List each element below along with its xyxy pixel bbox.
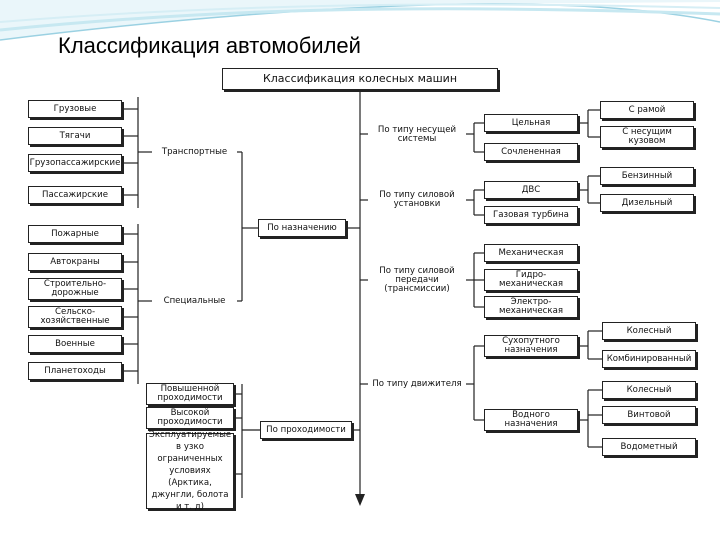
- criterion-by-passability: По проходимости: [260, 421, 352, 439]
- leaf-with-frame: С рамой: [600, 101, 694, 119]
- leaf-tractors: Тягачи: [28, 127, 122, 145]
- leaf-diesel: Дизельный: [600, 194, 694, 212]
- leaf-passenger: Пассажирские: [28, 186, 122, 204]
- leaf-water-jet: Водометный: [602, 438, 696, 456]
- leaf-increased-passability: Повышенной проходимости: [146, 383, 234, 405]
- leaf-cranes: Автокраны: [28, 253, 122, 271]
- leaf-trucks: Грузовые: [28, 100, 122, 118]
- leaf-screw: Винтовой: [602, 406, 696, 424]
- header-wave-decoration: [0, 0, 720, 41]
- leaf-ice: ДВС: [484, 181, 578, 199]
- category-transport: Транспортные: [152, 145, 237, 159]
- leaf-fire: Пожарные: [28, 225, 122, 243]
- classification-diagram: Классификация колесных машин Грузовые Тя…: [22, 66, 708, 516]
- criterion-by-engine: По типу силовой установки: [368, 189, 466, 211]
- leaf-military: Военные: [28, 335, 122, 353]
- leaf-agricultural: Сельско-хозяйственные: [28, 306, 122, 328]
- category-land: Сухопутного назначения: [484, 335, 578, 357]
- leaf-monocoque: С несущим кузовом: [600, 126, 694, 148]
- criterion-by-purpose: По назначению: [258, 219, 346, 237]
- leaf-restricted-conditions: Эксплуатируемые в узко ограниченных усло…: [146, 430, 234, 512]
- leaf-gas-turbine: Газовая турбина: [484, 206, 578, 224]
- category-special: Специальные: [152, 294, 237, 308]
- leaf-electromechanical: Электро-механическая: [484, 296, 578, 318]
- leaf-road-construction: Строительно-дорожные: [28, 278, 122, 300]
- criterion-by-body-type: По типу несущей системы: [368, 124, 466, 146]
- leaf-combined: Комбинированный: [602, 350, 696, 368]
- leaf-planetary-rovers: Планетоходы: [28, 362, 122, 380]
- slide-title: Классификация автомобилей: [58, 33, 361, 58]
- leaf-high-passability: Высокой проходимости: [146, 407, 234, 429]
- leaf-mechanical: Механическая: [484, 244, 578, 262]
- leaf-articulated: Сочлененная: [484, 143, 578, 161]
- criterion-by-propulsion: По типу движителя: [368, 373, 466, 395]
- leaf-cargo-passenger: Грузопассажирские: [28, 154, 122, 172]
- leaf-land-wheeled: Колесный: [602, 322, 696, 340]
- leaf-solid: Цельная: [484, 114, 578, 132]
- criterion-by-transmission: По типу силовой передачи (трансмиссии): [368, 265, 466, 295]
- leaf-hydromechanical: Гидро-механическая: [484, 269, 578, 291]
- leaf-gasoline: Бензинный: [600, 167, 694, 185]
- connector-lines: [122, 90, 602, 506]
- category-water: Водного назначения: [484, 409, 578, 431]
- leaf-water-wheeled: Колесный: [602, 381, 696, 399]
- root-box: Классификация колесных машин: [222, 68, 498, 90]
